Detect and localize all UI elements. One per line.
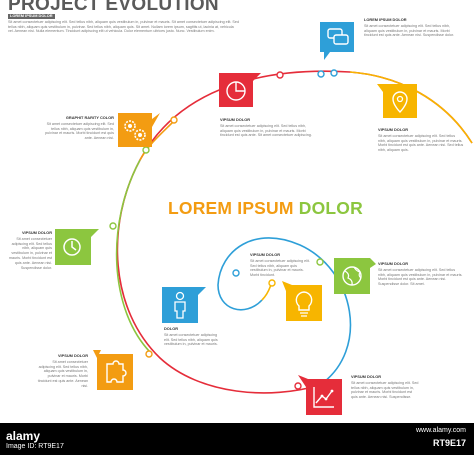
node bbox=[170, 116, 178, 124]
node bbox=[294, 382, 302, 390]
step-2-body: Sit amet consectetuer adipiscing elit. S… bbox=[378, 133, 464, 153]
step-4-body: Sit amet consectetuer adipiscing elit. S… bbox=[45, 121, 114, 141]
gears-icon bbox=[118, 113, 160, 147]
step-2-title: VIPSUM DOLOR bbox=[378, 127, 409, 132]
footer-brand: alamy bbox=[6, 429, 41, 443]
step-5-body: Sit amet consectetuer adipiscing elit. S… bbox=[8, 236, 52, 270]
spiral-segment-green bbox=[115, 159, 151, 353]
node bbox=[276, 71, 284, 79]
globe-icon bbox=[334, 258, 376, 294]
node bbox=[268, 279, 276, 287]
intro-text: Sit amet consectetuer adipiscing elit. S… bbox=[8, 19, 239, 34]
step-6-text: VIPSUM DOLOR Sit amet consectetuer adipi… bbox=[36, 353, 88, 389]
step-7-title: VIPSUM DOLOR bbox=[351, 374, 382, 379]
puzzle-icon bbox=[93, 350, 133, 390]
step-10-text: DOLOR Sit amet consectetuer adipiscing e… bbox=[164, 326, 222, 347]
step-10-body: Sit amet consectetuer adipiscing elit. S… bbox=[164, 332, 218, 347]
lightbulb-icon bbox=[282, 281, 322, 321]
chat-icon bbox=[320, 22, 354, 60]
center-title-lorem: LOREM IPSUM bbox=[168, 198, 294, 218]
node bbox=[109, 222, 117, 230]
person-icon bbox=[162, 287, 206, 323]
step-3-body: Sit amet consectetuer adipiscing elit. S… bbox=[220, 123, 312, 138]
step-1-title: LOREM IPSUM DOLOR bbox=[364, 17, 407, 22]
center-title: LOREM IPSUM DOLOR bbox=[168, 198, 363, 219]
footer-site: www.alamy.com bbox=[415, 427, 466, 434]
step-4-text: GRAPHIT RARITY COLOR Sit amet consectetu… bbox=[38, 115, 114, 141]
step-1-text: LOREM IPSUM DOLOR Sit amet consectetuer … bbox=[364, 17, 464, 38]
node bbox=[317, 70, 325, 78]
step-9-text: VIPSUM DOLOR Sit amet consectetuer adipi… bbox=[250, 252, 312, 278]
step-5-text: VIPSUM DOLOR Sit amet consectetuer adipi… bbox=[6, 230, 52, 270]
stock-footer-bar: alamy Image ID: RT9E17 www.alamy.com RT9… bbox=[0, 423, 474, 455]
footer-caption: Image ID: RT9E17 bbox=[6, 443, 64, 450]
step-8-body: Sit amet consectetuer adipiscing elit. S… bbox=[378, 267, 463, 287]
pie-chart-icon bbox=[219, 73, 261, 107]
step-2-text: VIPSUM DOLOR Sit amet consectetuer adipi… bbox=[378, 127, 464, 153]
spiral-segment-orange bbox=[139, 119, 176, 161]
step-7-text: VIPSUM DOLOR Sit amet consectetuer adipi… bbox=[351, 374, 419, 400]
map-pin-icon bbox=[377, 84, 417, 118]
step-3-text: VIPSUM DOLOR Sit amet consectetuer adipi… bbox=[220, 117, 316, 138]
spiral-segment-yellow bbox=[349, 71, 473, 144]
node bbox=[330, 69, 338, 77]
step-6-body: Sit amet consectetuer adipiscing elit. S… bbox=[37, 359, 88, 388]
page-title: PROJECT EVOLUTION bbox=[8, 0, 219, 15]
step-4-title: GRAPHIT RARITY COLOR bbox=[65, 115, 114, 120]
intro-heading: LOREM IPSUM DOLOR bbox=[8, 13, 55, 19]
node bbox=[316, 258, 324, 266]
line-chart-icon bbox=[298, 375, 342, 415]
center-title-dolor: DOLOR bbox=[298, 198, 363, 218]
footer-code: RT9E17 bbox=[432, 438, 466, 448]
step-8-title: VIPSUM DOLOR bbox=[378, 261, 409, 266]
intro-block: LOREM IPSUM DOLOR Sit amet consectetuer … bbox=[8, 13, 240, 34]
node bbox=[232, 269, 240, 277]
step-1-body: Sit amet consectetuer adipiscing elit. S… bbox=[364, 23, 454, 38]
step-6-title: VIPSUM DOLOR bbox=[57, 353, 88, 358]
step-7-body: Sit amet consectetuer adipiscing elit. S… bbox=[351, 380, 419, 400]
step-9-title: VIPSUM DOLOR bbox=[250, 252, 281, 257]
node bbox=[145, 350, 153, 358]
step-3-title: VIPSUM DOLOR bbox=[220, 117, 251, 122]
step-10-title: DOLOR bbox=[164, 326, 179, 331]
step-8-text: VIPSUM DOLOR Sit amet consectetuer adipi… bbox=[378, 261, 464, 287]
step-5-title: VIPSUM DOLOR bbox=[21, 230, 52, 235]
clock-icon bbox=[55, 229, 99, 265]
step-9-body: Sit amet consectetuer adipiscing elit. S… bbox=[250, 258, 310, 278]
evolution-spiral bbox=[109, 69, 473, 394]
spiral-inner-arc bbox=[217, 237, 352, 386]
